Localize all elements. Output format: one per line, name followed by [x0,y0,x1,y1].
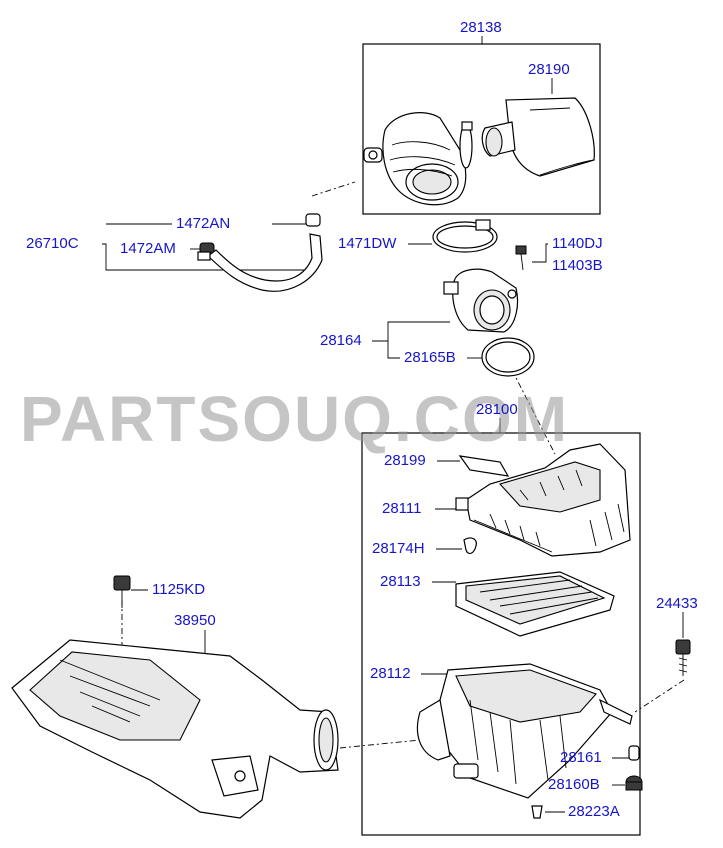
bolt-24433 [675,639,691,676]
label-28223A[interactable]: 28223A [568,803,620,820]
label-28113[interactable]: 28113 [380,573,421,590]
label-28164[interactable]: 28164 [320,332,362,349]
label-1472AM[interactable]: 1472AM [120,240,176,257]
label-11403B[interactable]: 11403B [552,257,603,274]
filter-element-28113 [455,571,615,637]
label-28111[interactable]: 28111 [382,500,422,517]
label-28160B[interactable]: 28160B [548,776,600,793]
label-38950[interactable]: 38950 [174,612,216,629]
label-1471DW[interactable]: 1471DW [338,235,397,252]
label-28190[interactable]: 28190 [528,61,570,78]
centerline-sensor-to-cover [511,369,556,455]
label-24433[interactable]: 24433 [656,595,698,612]
bracket-28164 [372,321,450,342]
bracket-28164-low [387,341,400,359]
label-1140DJ[interactable]: 1140DJ [552,235,603,252]
watermark-text: PARTSOUQ.COM [20,383,570,455]
tube-clamp [459,121,473,169]
group-box-28100 [361,432,641,836]
o-ring-28165B [481,337,535,377]
clamp-ring-1471DW [432,219,498,253]
label-28100[interactable]: 28100 [476,401,518,418]
label-1472AN[interactable]: 1472AN [176,215,231,232]
centerline-duct-to-body [339,737,441,749]
clip-28223A [531,805,543,819]
screw-1140DJ [515,245,527,271]
leader-1140DJ [532,243,548,263]
breather-hose-26710C [197,213,323,292]
label-1125KD[interactable]: 1125KD [152,581,206,598]
centerline-hose-to-tube [311,181,356,197]
bolt-1125KD [113,575,131,608]
resonator-28190 [481,97,595,177]
clip-28174H [463,537,477,555]
grommet-28160B [625,775,643,791]
air-cleaner-body-28112 [416,663,633,799]
label-28165B[interactable]: 28165B [404,349,456,366]
bracket-26710C [102,243,312,271]
air-duct-38950 [11,639,339,819]
label-28199[interactable]: 28199 [384,452,426,469]
label-28112[interactable]: 28112 [370,665,411,682]
label-26710C[interactable]: 26710C [26,235,79,252]
air-flow-sensor-28164 [443,268,519,333]
label-28161[interactable]: 28161 [560,749,602,766]
intake-tube-28138 [363,112,467,206]
bush-28161 [628,745,640,761]
label-28138[interactable]: 28138 [460,19,502,36]
group-box-28138 [362,43,601,215]
air-cleaner-cover-28111 [455,443,631,557]
label-28174H[interactable]: 28174H [372,540,425,557]
pad-28199 [458,455,510,477]
centerline-bolt-24433 [634,679,685,713]
